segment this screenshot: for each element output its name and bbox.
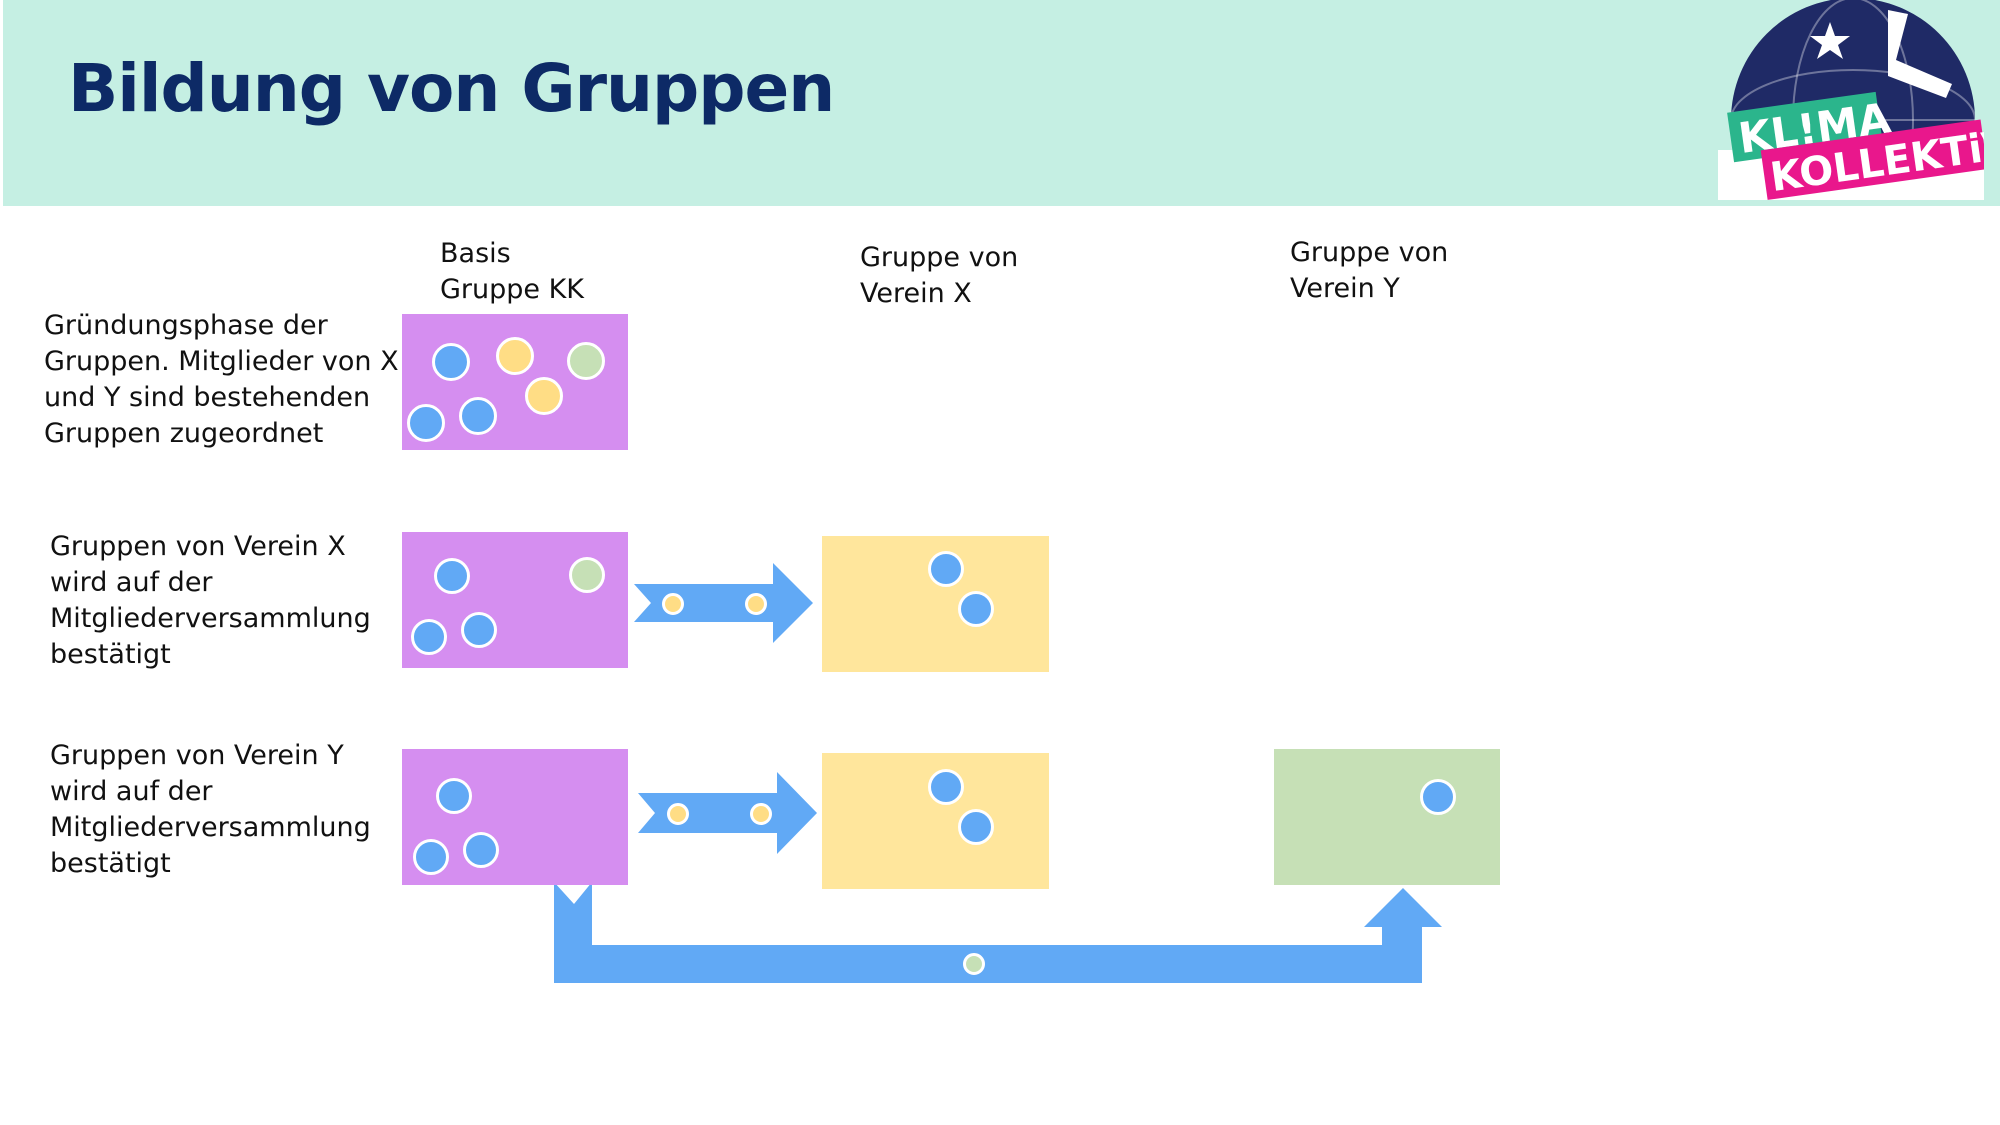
member-circle-kk: [958, 591, 994, 627]
member-circle-kk: [461, 612, 497, 648]
arrow-right-row-2: [634, 563, 813, 643]
member-circle-moving-x: [662, 593, 684, 615]
group-verein-y-row-3: [1274, 749, 1500, 885]
member-circle-kk: [459, 397, 497, 435]
member-circle-moving-x: [750, 803, 772, 825]
klima-kollektiv-logo: KL!MA KOLLEKTiV: [1718, 0, 1984, 200]
column-header-verein-y: Gruppe von Verein Y: [1290, 237, 1449, 304]
member-circle-kk: [411, 619, 447, 655]
member-circle-kk: [434, 558, 470, 594]
member-circle-kk: [928, 551, 964, 587]
member-circle-moving-y: [963, 953, 985, 975]
member-circle-kk: [928, 769, 964, 805]
column-header-basis: Basis Gruppe KK: [440, 238, 585, 305]
arrow-to-verein-y: [554, 882, 1442, 983]
row-1-description: Gründungsphase der Gruppen. Mitglieder v…: [44, 310, 399, 449]
member-circle-kk: [463, 832, 499, 868]
header-banner: [3, 0, 2000, 206]
member-circle-moving-x: [745, 593, 767, 615]
page-title: Bildung von Gruppen: [68, 50, 835, 127]
member-circle-kk: [413, 839, 449, 875]
member-circle-x: [496, 337, 534, 375]
member-circle-y: [569, 557, 605, 593]
member-circle-y: [567, 342, 605, 380]
member-circle-kk: [1420, 779, 1456, 815]
member-circle-kk: [407, 404, 445, 442]
arrow-right-row-3: [638, 772, 817, 854]
column-header-verein-x: Gruppe von Verein X: [860, 242, 1019, 309]
member-circle-kk: [436, 778, 472, 814]
row-2-description: Gruppen von Verein X wird auf der Mitgli…: [50, 531, 371, 670]
member-circle-kk: [958, 809, 994, 845]
row-3-description: Gruppen von Verein Y wird auf der Mitgli…: [50, 740, 371, 879]
member-circle-kk: [432, 343, 470, 381]
member-circle-moving-x: [667, 803, 689, 825]
member-circle-x: [525, 377, 563, 415]
